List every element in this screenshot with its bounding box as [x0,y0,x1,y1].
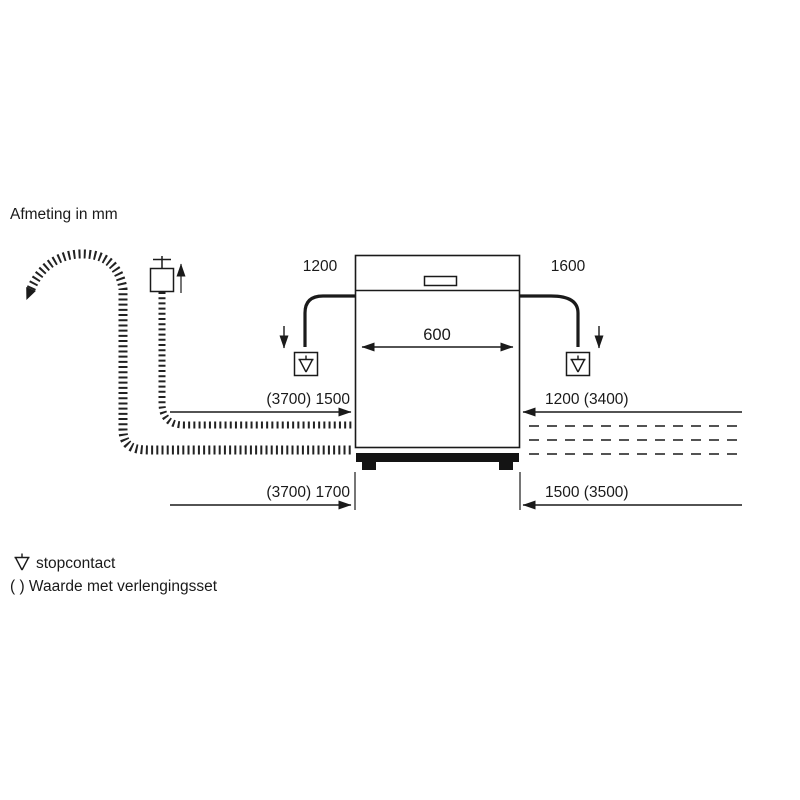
page-title: Afmeting in mm [10,206,118,223]
drain-right-label: 1200 (3400) [545,391,629,408]
stopcontact-icon [293,351,319,377]
drain-extension-dashes [529,425,742,455]
inlet-right-label: 1500 (3500) [545,484,629,501]
dishwasher-outline [354,254,521,449]
foot-left [362,462,376,470]
cord-right-label: 1600 [551,258,586,275]
power-cord-right [520,294,580,347]
foot-right [499,462,513,470]
inlet-left-label: (3700) 1500 [266,391,350,408]
stopcontact-icon [14,553,30,571]
width-dimension-label: 600 [423,326,451,344]
inlet-hose [158,292,353,429]
door-handle [423,275,458,287]
legend-extension-note: ( ) Waarde met verlengingsset [10,578,218,595]
dishwasher [354,254,521,470]
drain-left-label: (3700) 1700 [266,484,350,501]
stopcontact-icon [565,351,591,377]
base-plinth [356,453,519,462]
water-tap-icon [149,256,175,293]
power-cord-left [303,294,355,347]
drain-hose-arrow-icon [26,287,36,300]
drain-hose [26,249,353,455]
legend-socket-label: stopcontact [36,555,116,572]
cord-left-label: 1200 [303,258,338,275]
